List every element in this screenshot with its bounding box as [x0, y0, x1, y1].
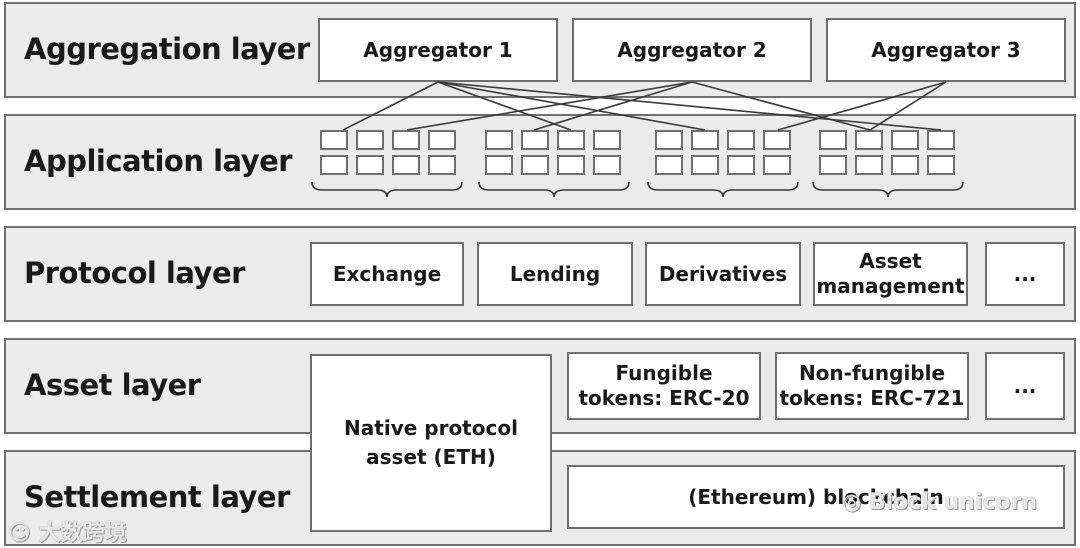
wechat-icon: ◎: [842, 490, 862, 515]
fungible-tokens-line-2: tokens: ERC-20: [578, 386, 750, 410]
asset-layer-label: Asset layer: [24, 368, 201, 402]
asset-management-line-1: Asset: [859, 249, 922, 273]
aggregator-1-label: Aggregator 1: [363, 37, 513, 62]
fungible-tokens-line-1: Fungible: [615, 361, 713, 385]
application-cell: [819, 155, 847, 175]
aggregator-2-label: Aggregator 2: [617, 37, 767, 62]
connector-line: [777, 81, 947, 131]
exchange-label: Exchange: [332, 261, 442, 286]
lending-label: Lending: [509, 261, 601, 286]
application-cell: [927, 155, 955, 175]
blockchain-label: (Ethereum) blockchain: [688, 484, 944, 509]
native-asset-line-2: asset (ETH): [366, 445, 496, 469]
fungible-tokens-box: Fungible tokens: ERC-20: [567, 352, 761, 420]
exchange-box: Exchange: [310, 242, 464, 306]
application-cell: [727, 155, 755, 175]
protocol-layer-label: Protocol layer: [24, 256, 245, 290]
native-asset-line-1: Native protocol: [344, 416, 518, 440]
group-brace: [311, 181, 463, 198]
more-protocols-box: ...: [985, 242, 1065, 306]
connector-line: [533, 81, 693, 131]
connector-line: [437, 81, 706, 131]
connector-line: [342, 81, 439, 131]
application-cell: [428, 130, 456, 150]
application-cell: [763, 130, 791, 150]
group-brace: [647, 181, 799, 198]
application-cell: [891, 130, 919, 150]
watermark-left-text: 大数跨境: [38, 521, 127, 546]
application-cell: [320, 155, 348, 175]
connector-line: [437, 81, 572, 131]
application-cell: [485, 130, 513, 150]
application-cell: [593, 130, 621, 150]
application-cell: [819, 130, 847, 150]
application-cell: [855, 130, 883, 150]
aggregator-3-box: Aggregator 3: [826, 18, 1066, 82]
application-cell: [655, 130, 683, 150]
aggregation-layer-label: Aggregation layer: [24, 32, 310, 66]
application-cell: [521, 130, 549, 150]
application-cell: [691, 155, 719, 175]
connector-line: [406, 81, 693, 131]
connector-line: [691, 81, 871, 131]
asset-management-box: Asset management: [813, 242, 968, 306]
watermark-right: ◎ Block unicorn: [842, 490, 1037, 515]
connector-line: [869, 81, 947, 131]
more-assets-label: ...: [1013, 373, 1037, 398]
application-cell: [727, 130, 755, 150]
application-cell: [320, 130, 348, 150]
aggregator-1-box: Aggregator 1: [318, 18, 558, 82]
watermark-left: ☺ 大数跨境: [8, 515, 127, 547]
application-cell: [392, 155, 420, 175]
watermark-right-text: Block unicorn: [868, 490, 1038, 515]
application-cell: [356, 155, 384, 175]
derivatives-label: Derivatives: [658, 261, 788, 286]
derivatives-box: Derivatives: [645, 242, 801, 306]
application-cell: [392, 130, 420, 150]
connector-line: [437, 81, 942, 131]
watermark-logo-icon: ☺: [8, 521, 31, 546]
nonfungible-tokens-box: Non-fungible tokens: ERC-721: [775, 352, 969, 420]
native-asset-box: Native protocol asset (ETH): [310, 354, 552, 532]
application-cell: [691, 130, 719, 150]
application-cell: [557, 130, 585, 150]
application-cell: [557, 155, 585, 175]
group-brace: [812, 181, 964, 198]
nonfungible-tokens-line-1: Non-fungible: [798, 361, 946, 385]
lending-box: Lending: [477, 242, 633, 306]
application-cell: [593, 155, 621, 175]
group-brace: [478, 181, 630, 198]
nonfungible-tokens-line-2: tokens: ERC-721: [779, 386, 965, 410]
application-layer-label: Application layer: [24, 144, 293, 178]
application-cell: [485, 155, 513, 175]
more-assets-box: ...: [985, 352, 1065, 420]
application-cell: [356, 130, 384, 150]
application-cell: [927, 130, 955, 150]
application-cell: [428, 155, 456, 175]
more-protocols-label: ...: [1013, 261, 1037, 286]
application-cell: [763, 155, 791, 175]
asset-management-line-2: management: [816, 274, 965, 298]
application-cell: [855, 155, 883, 175]
application-cell: [521, 155, 549, 175]
application-cell: [655, 155, 683, 175]
aggregator-2-box: Aggregator 2: [572, 18, 812, 82]
aggregator-3-label: Aggregator 3: [871, 37, 1021, 62]
application-cell: [891, 155, 919, 175]
settlement-layer-label: Settlement layer: [24, 480, 290, 514]
blockchain-box: (Ethereum) blockchain: [567, 465, 1065, 529]
